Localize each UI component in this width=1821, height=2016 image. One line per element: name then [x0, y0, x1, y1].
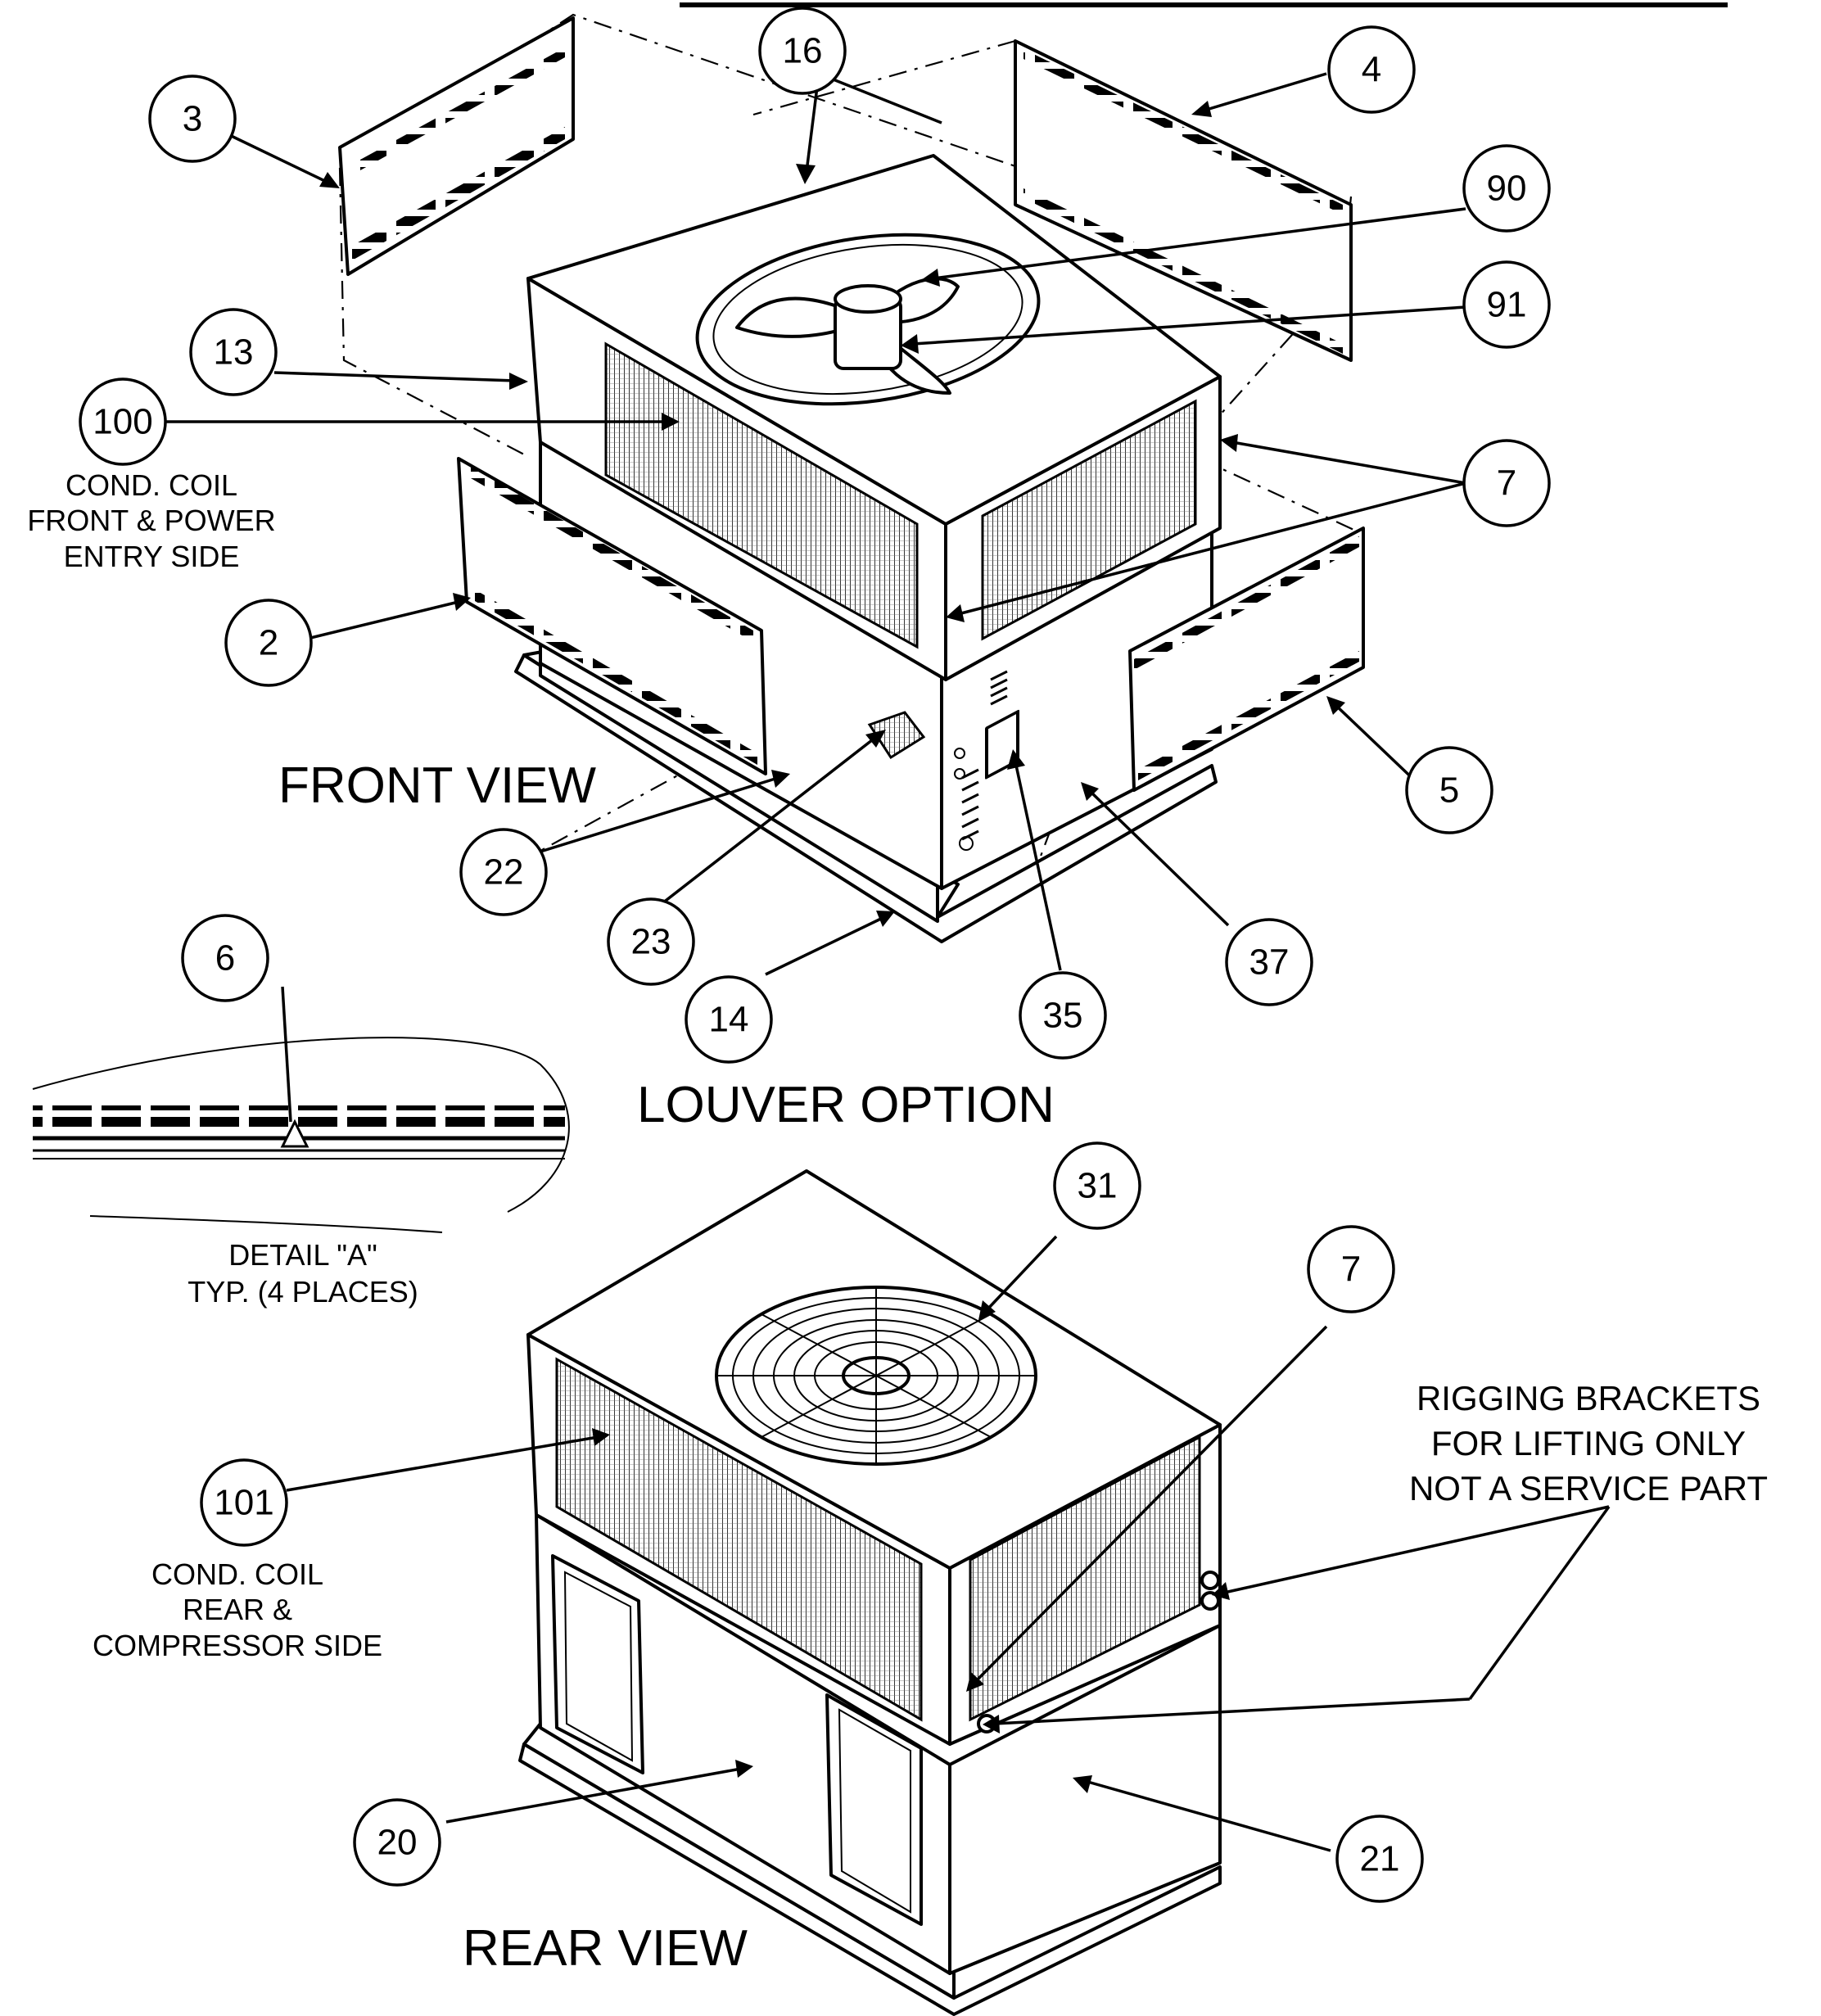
callout-90: 90 — [1462, 144, 1551, 233]
callout-91: 91 — [1462, 260, 1551, 349]
callout-number: 37 — [1249, 942, 1290, 983]
callout-number: 100 — [93, 402, 152, 442]
side-coil-hatch — [981, 399, 1197, 641]
callout-number: 35 — [1043, 996, 1083, 1036]
front-view-label: FRONT VIEW — [278, 757, 597, 814]
callout-100: 100 — [79, 377, 167, 466]
callout-number: 31 — [1078, 1166, 1118, 1206]
callout-number: 21 — [1360, 1839, 1400, 1879]
svg-text:REAR &: REAR & — [183, 1593, 292, 1626]
cond-coil-front-note: COND. COIL FRONT & POWER ENTRY SIDE — [27, 468, 275, 573]
callout-number: 101 — [214, 1483, 273, 1523]
callout-35: 35 — [1019, 971, 1107, 1060]
svg-text:COMPRESSOR SIDE: COMPRESSOR SIDE — [93, 1629, 382, 1662]
callout-number: 23 — [631, 922, 671, 962]
svg-text:FOR LIFTING ONLY: FOR LIFTING ONLY — [1431, 1424, 1746, 1462]
callout-21: 21 — [1335, 1815, 1424, 1903]
callout-number: 7 — [1341, 1250, 1361, 1290]
svg-text:NOT A SERVICE PART: NOT A SERVICE PART — [1409, 1469, 1768, 1507]
callout-number: 5 — [1439, 771, 1459, 811]
cond-coil-rear-note: COND. COIL REAR & COMPRESSOR SIDE — [93, 1557, 382, 1662]
callout-number: 6 — [215, 938, 235, 979]
rear-opening-right — [825, 1693, 923, 1926]
callout-number: 90 — [1487, 169, 1527, 209]
panel-5 — [1128, 527, 1365, 792]
callout-number: 13 — [214, 332, 254, 373]
callout-number: 3 — [183, 99, 202, 139]
fan-guard-grille — [715, 1286, 1037, 1466]
svg-text:DETAIL "A": DETAIL "A" — [228, 1238, 377, 1272]
rigging-brackets-note: RIGGING BRACKETS FOR LIFTING ONLY NOT A … — [1409, 1379, 1768, 1507]
rear-coil-hatch — [555, 1357, 923, 1722]
callout-6: 6 — [181, 914, 269, 1002]
callout-101: 101 — [200, 1458, 288, 1547]
callout-37: 37 — [1225, 918, 1313, 1006]
detail-a-marker — [280, 1119, 310, 1148]
callout-20: 20 — [353, 1798, 441, 1887]
rear-opening-left — [551, 1554, 644, 1774]
callout-31: 31 — [1053, 1141, 1141, 1230]
rear-view-unit — [518, 1169, 1222, 2016]
svg-text:RIGGING BRACKETS: RIGGING BRACKETS — [1417, 1379, 1760, 1417]
callout-4: 4 — [1327, 25, 1416, 114]
panel-4 — [1014, 39, 1353, 362]
leader-lines — [160, 72, 1611, 1852]
callout-7-front: 7 — [1462, 439, 1551, 527]
callout-5: 5 — [1405, 746, 1493, 834]
louver-option-label: LOUVER OPTION — [637, 1077, 1055, 1133]
callout-number: 22 — [484, 852, 524, 893]
callout-number: 14 — [709, 1000, 749, 1040]
svg-text:COND. COIL: COND. COIL — [66, 468, 237, 502]
callout-number: 2 — [259, 623, 278, 663]
front-view-unit — [338, 13, 1365, 943]
svg-text:ENTRY SIDE: ENTRY SIDE — [64, 540, 240, 573]
detail-a — [32, 1037, 570, 1233]
front-coil-hatch — [604, 341, 919, 649]
detail-a-caption: DETAIL "A" TYP. (4 PLACES) — [188, 1238, 418, 1309]
svg-text:COND. COIL: COND. COIL — [151, 1557, 323, 1591]
callout-22: 22 — [459, 828, 548, 916]
callout-16: 16 — [758, 7, 847, 95]
panel-2 — [457, 457, 767, 775]
callout-2: 2 — [224, 599, 313, 687]
callout-13: 13 — [189, 308, 278, 396]
svg-text:TYP. (4 PLACES): TYP. (4 PLACES) — [188, 1275, 418, 1309]
svg-text:FRONT & POWER: FRONT & POWER — [27, 504, 275, 537]
lower-cabinet-side-rear — [948, 1624, 1222, 1975]
callout-number: 91 — [1487, 285, 1527, 325]
callout-7-rear: 7 — [1307, 1225, 1395, 1313]
rear-view-label: REAR VIEW — [463, 1920, 748, 1977]
callout-23: 23 — [607, 897, 695, 986]
callout-3: 3 — [148, 75, 237, 163]
callout-number: 20 — [377, 1823, 418, 1863]
callout-number: 16 — [783, 31, 823, 71]
callout-number: 4 — [1362, 50, 1381, 90]
access-panel-hatch — [867, 711, 926, 760]
callout-14: 14 — [685, 975, 773, 1064]
callout-number: 7 — [1497, 463, 1516, 504]
